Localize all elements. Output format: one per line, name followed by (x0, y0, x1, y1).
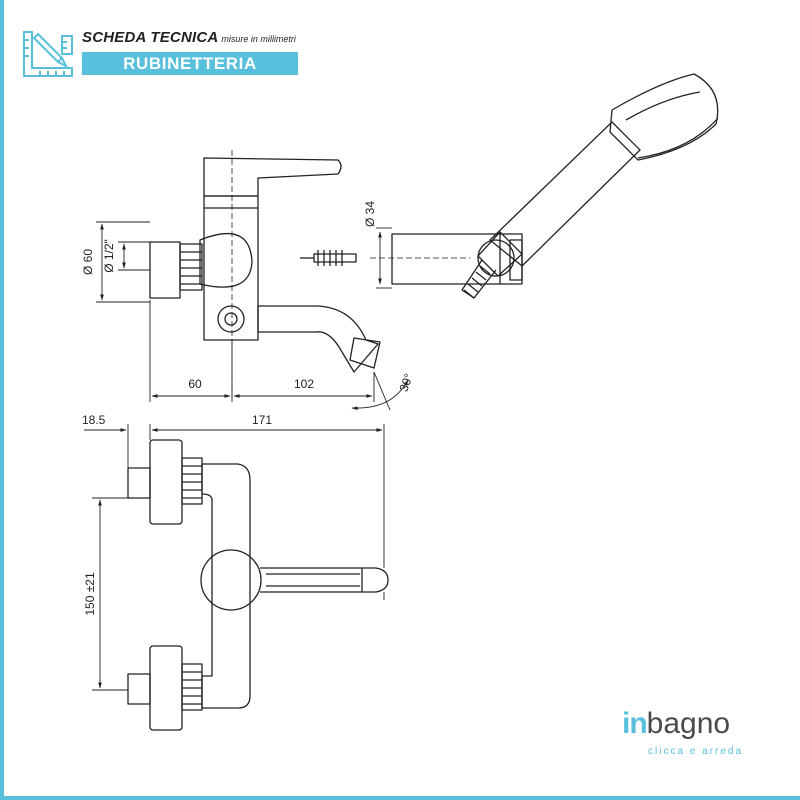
top-spout (260, 567, 389, 593)
shower-head (609, 73, 719, 161)
category-label: RUBINETTERIA (123, 53, 257, 73)
top-mixer-body (200, 549, 262, 611)
header-title-main: SCHEDA TECNICA (82, 29, 219, 46)
wall-flange (149, 241, 181, 299)
shower-bracket (300, 227, 523, 289)
hex-nut (179, 243, 203, 291)
diverter-knob-outer (217, 305, 245, 333)
dimension-lines-top (84, 424, 385, 691)
mixer-cartridge-body (203, 195, 259, 341)
top-connector-upper (127, 439, 203, 525)
category-band: RUBINETTERIA (82, 52, 298, 75)
top-body-frame (201, 463, 251, 709)
frame-left-border (0, 0, 4, 800)
logo-wordmark: inbagno (622, 704, 730, 744)
dimension-lines-side (96, 221, 409, 411)
dim-wall-to-center: 60 (188, 377, 202, 391)
logo-bagno: bagno (646, 707, 731, 740)
dim-spout-projection: 102 (294, 377, 314, 391)
diverter-knob-inner (224, 312, 238, 326)
dim-spout-angle: 30° (397, 372, 416, 394)
hose-thread (461, 259, 497, 299)
logo-tagline: clicca e arreda (648, 746, 744, 757)
spout (257, 305, 379, 373)
body-cap (199, 232, 253, 288)
mixer-top-view (127, 439, 389, 731)
frame-bottom-border (0, 796, 800, 800)
spout-aerator (349, 337, 381, 369)
dim-thread: Ø 1/2" (102, 239, 116, 273)
brand-logo: inbagno clicca e arreda (622, 704, 772, 774)
dim-center-distance: 150 ±21 (83, 572, 97, 616)
shower-handle (489, 121, 641, 267)
mixer-side-view (149, 150, 381, 400)
dim-body-diameter: Ø 60 (81, 249, 95, 275)
wall-screw (313, 253, 357, 263)
ruler-pencil-icon (23, 31, 73, 77)
lever-handle (203, 157, 342, 197)
dim-total-depth: 171 (252, 413, 272, 427)
top-connector-lower (127, 645, 203, 731)
logo-in: in (622, 707, 648, 740)
dim-eccentric: 18.5 (82, 413, 106, 427)
header-title-units: misure in millimetri (221, 34, 296, 44)
dim-hand-shower-diameter: Ø 34 (363, 201, 377, 227)
